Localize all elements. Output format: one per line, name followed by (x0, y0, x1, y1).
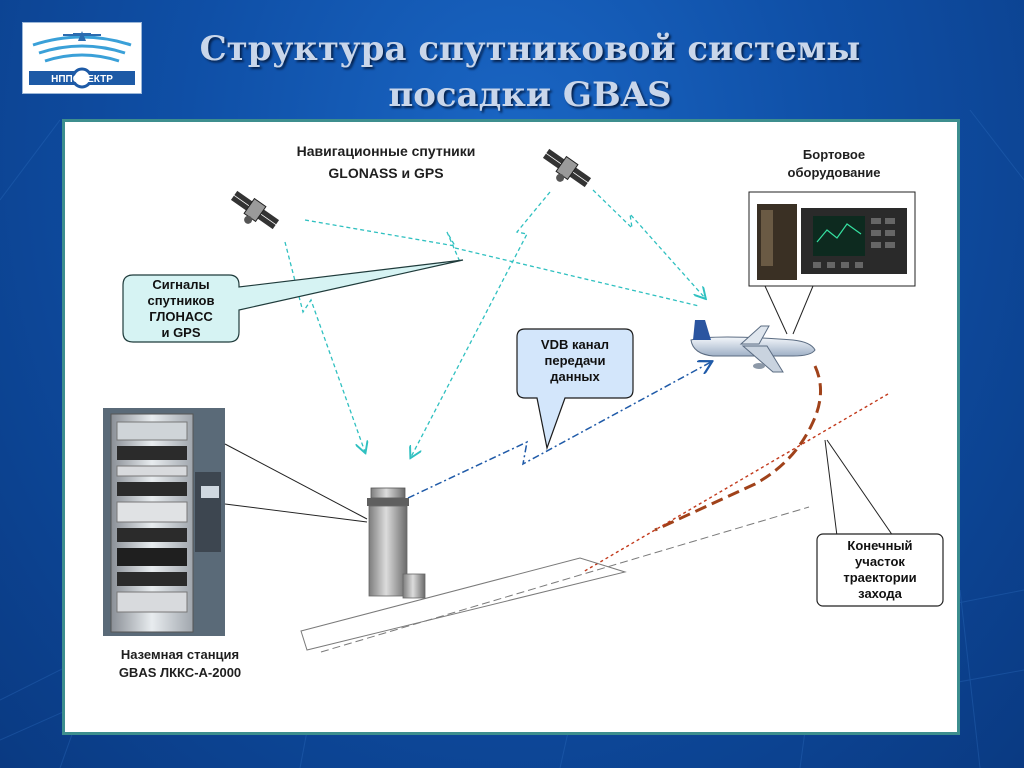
ground-station-label-line-1: Наземная станция (120, 647, 240, 662)
glide-path (582, 393, 889, 573)
callout-signals-line-3: ГЛОНАСС (149, 309, 213, 324)
satellites-label-line-2: GLONASS и GPS (328, 165, 444, 181)
onboard-label-line-1: Бортовое (802, 147, 866, 162)
callout-vdb-text: VDB канал передачи данных (517, 337, 633, 385)
callout-final-text: Конечный участок траектории захода (817, 538, 943, 602)
approach-trajectory (654, 365, 822, 532)
signal-sat1-mid (304, 219, 461, 263)
onboard-label-line-2: оборудование (787, 165, 881, 180)
satellite-right-icon (541, 147, 593, 189)
ground-antenna-icon (367, 487, 426, 599)
ground-station-label: Наземная станция GBAS ЛККС-А-2000 (85, 646, 275, 682)
signal-sat2-ground (411, 191, 551, 457)
callout-final-line-2: участок (855, 554, 905, 569)
page-title: Структура спутниковой системы посадки GB… (180, 26, 880, 118)
vdb-link (407, 362, 711, 499)
diagram-panel: Навигационные спутники GLONASS и GPS Бор… (62, 119, 960, 735)
logo-text: НППСПЕКТР (51, 74, 113, 85)
signal-sat1-ground (284, 241, 365, 452)
callout-signals-text: Сигналы спутников ГЛОНАСС и GPS (123, 275, 239, 341)
company-logo: НППСПЕКТР (22, 22, 142, 94)
callout-signals-line-4: и GPS (161, 325, 201, 340)
callout-vdb-line-3: данных (550, 369, 600, 384)
callout-signals (122, 259, 464, 343)
callout-vdb (516, 328, 634, 451)
signal-mid-aircraft (454, 247, 700, 307)
callout-signals-line-1: Сигналы (152, 277, 210, 292)
ground-station-rack-photo (103, 408, 225, 636)
satellites-label-line-1: Навигационные спутники (296, 143, 476, 159)
onboard-label: Бортовое оборудование (751, 146, 917, 182)
signal-sat2-aircraft (592, 189, 705, 298)
satellites-label: Навигационные спутники GLONASS и GPS (251, 140, 521, 184)
title-line-2: посадки GBAS (388, 75, 672, 115)
aircraft-icon (690, 320, 816, 373)
callout-vdb-line-2: передачи (544, 353, 606, 368)
satellite-left-icon (229, 189, 281, 231)
callout-final (816, 439, 944, 607)
callout-final-line-1: Конечный (847, 538, 913, 553)
callout-final-line-4: захода (858, 586, 902, 601)
satellite-signals (284, 189, 705, 457)
title-line-1: Структура спутниковой системы (199, 29, 861, 69)
runway (300, 506, 810, 653)
callout-final-line-3: траектории (843, 570, 917, 585)
callout-vdb-line-1: VDB канал (540, 337, 610, 352)
gbas-diagram (103, 147, 944, 653)
callout-signals-line-2: спутников (147, 293, 215, 308)
ground-station-label-line-2: GBAS ЛККС-А-2000 (118, 665, 242, 680)
onboard-equipment-photo (748, 191, 916, 287)
